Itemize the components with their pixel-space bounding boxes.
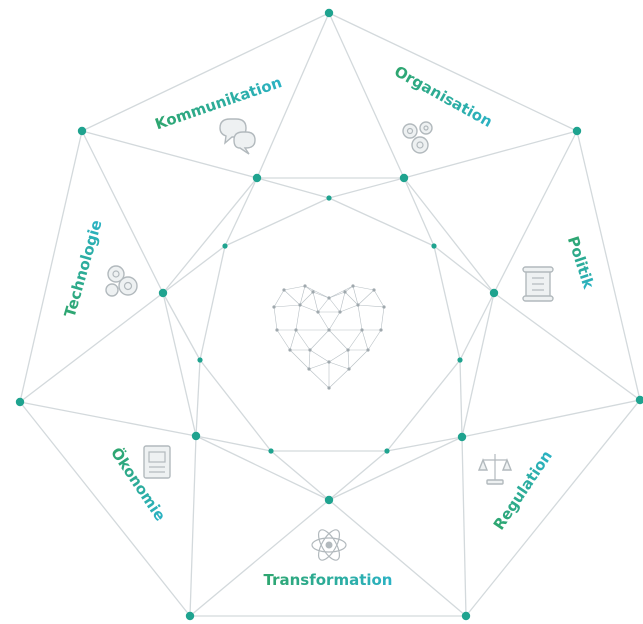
network-node (197, 357, 202, 362)
network-edge (460, 293, 494, 360)
network-node (462, 612, 470, 620)
network-edge (404, 178, 494, 293)
network-edge (329, 500, 466, 616)
document-chart-icon (144, 446, 170, 478)
network-edge (329, 13, 404, 178)
network-edge (190, 436, 196, 616)
network-node (573, 127, 581, 135)
network-node (325, 496, 333, 504)
network-node (16, 398, 24, 406)
network-edge (466, 400, 640, 616)
atom-icon (312, 527, 346, 563)
network-node (400, 174, 408, 182)
label-technologie: Technologie (61, 218, 106, 320)
network-node (186, 612, 194, 620)
network-node (78, 127, 86, 135)
network-edge (404, 178, 434, 246)
network-edge (257, 178, 329, 198)
network-edge (163, 293, 196, 436)
network-node (384, 448, 389, 453)
network-edge (163, 178, 257, 293)
label-politik: Politik (564, 234, 598, 292)
network-edge (462, 437, 466, 616)
network-edge (387, 360, 460, 451)
network-edge (404, 131, 577, 178)
network-edge (200, 360, 271, 451)
network-node (458, 433, 466, 441)
network-edge (190, 500, 329, 616)
label-transformation: Transformation (264, 571, 393, 589)
network-node (192, 432, 200, 440)
label-kommunikation: Kommunikation (153, 73, 284, 133)
network-edge (460, 360, 462, 437)
network-edge (163, 293, 200, 360)
network-edge (20, 402, 196, 436)
network-node (222, 243, 227, 248)
network-edge (329, 437, 462, 500)
network-node (253, 174, 261, 182)
scales-icon (479, 454, 511, 484)
network-heart-icon (272, 284, 385, 389)
network-edge (387, 437, 462, 451)
scroll-icon (523, 267, 553, 301)
network-edge (462, 293, 494, 437)
network-edge (329, 13, 577, 131)
network-edge (329, 178, 404, 198)
label-organisation: Organisation (391, 62, 495, 131)
network-edge (462, 400, 640, 437)
network-edge (329, 198, 434, 246)
network-edge (329, 451, 387, 500)
network-node (268, 448, 273, 453)
network-edge (200, 246, 225, 360)
network-edge (271, 451, 329, 500)
gears-icon (403, 122, 432, 153)
network-node (431, 243, 436, 248)
network-edges (20, 13, 640, 616)
chat-bubbles-icon (220, 119, 255, 154)
network-node (326, 195, 331, 200)
network-edge (225, 198, 329, 246)
network-edge (196, 436, 271, 451)
network-node (490, 289, 498, 297)
network-nodes (16, 9, 643, 620)
network-node (457, 357, 462, 362)
network-edge (196, 436, 329, 500)
network-node (159, 289, 167, 297)
network-edge (196, 360, 200, 436)
network-node (325, 9, 333, 17)
cogs-icon (106, 266, 137, 296)
